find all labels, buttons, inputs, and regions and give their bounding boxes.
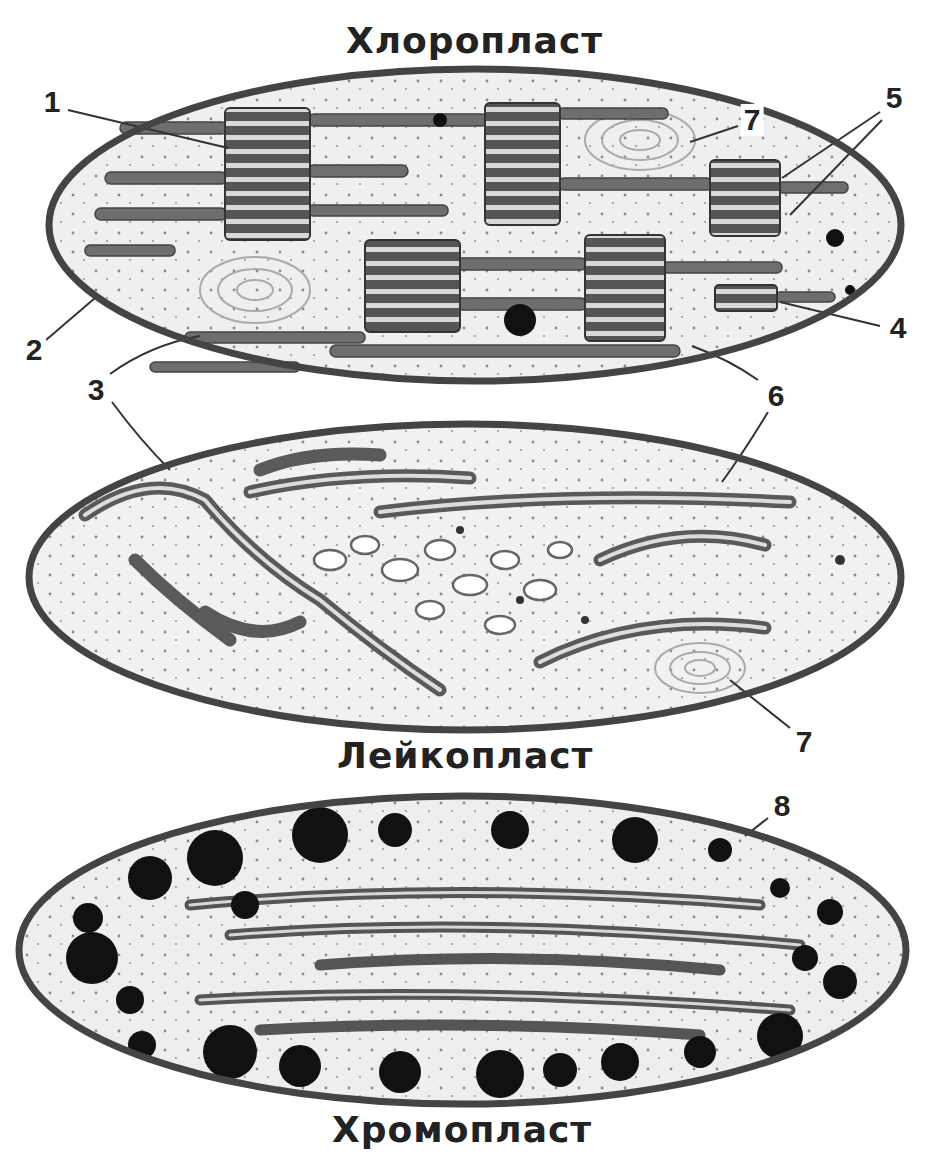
plastid-outline: Хлоропласт — [45, 65, 905, 385]
callout-number: 7 — [793, 726, 816, 758]
membrane-outline — [25, 420, 905, 734]
callout-number: 6 — [765, 380, 788, 412]
callout-number: 1 — [41, 86, 64, 118]
membrane-outline — [45, 65, 905, 385]
plastid-outline: Лейкопласт — [25, 420, 905, 734]
callout-number: 7 — [741, 104, 764, 136]
plastid-outline: Хромопласт — [15, 792, 910, 1108]
callout-number: 8 — [771, 790, 794, 822]
plastid-title: Хромопласт — [332, 1110, 592, 1150]
membrane-ellipse — [49, 69, 901, 381]
membrane-ellipse — [29, 424, 901, 730]
membrane-outline — [15, 792, 910, 1108]
callout-number: 3 — [85, 374, 108, 406]
plastid-title: Лейкопласт — [337, 736, 593, 776]
callout-number: 4 — [887, 312, 910, 344]
membrane-ellipse — [19, 796, 906, 1104]
callout-number: 5 — [883, 82, 906, 114]
callout-number: 2 — [23, 334, 46, 366]
plastid-title: Хлоропласт — [346, 21, 603, 61]
